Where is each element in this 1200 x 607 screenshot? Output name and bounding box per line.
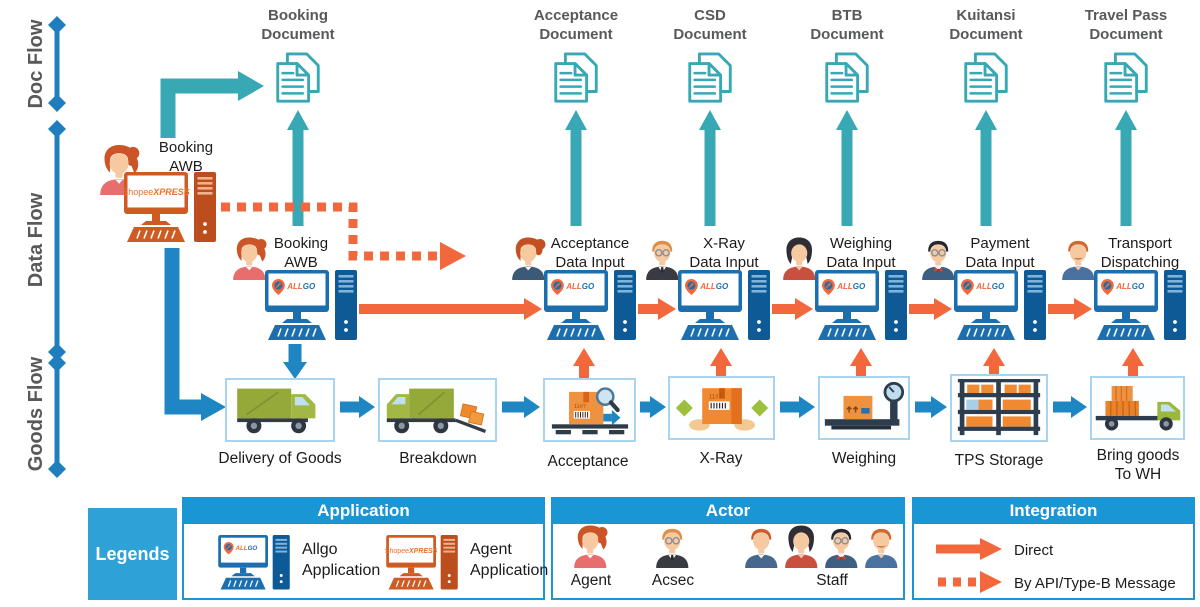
goods-tps-storage (950, 374, 1048, 442)
goods-flow-arrows (164, 248, 1087, 421)
station-payment-data-input: Payment Data Input (914, 228, 1084, 348)
station-booking-awb-agent: Booking AWB (90, 135, 280, 250)
station-label: X-Ray Data Input (689, 235, 759, 271)
goods-label: Delivery of Goods (218, 450, 342, 467)
document-label: Kuitansi Document (949, 7, 1023, 43)
station-transport-dispatching: Transport Dispatching (1054, 228, 1200, 348)
staff-label: Staff (816, 572, 848, 589)
document-pages-icon (959, 51, 1013, 105)
delivery-truck-icon (232, 383, 328, 437)
legend-integration-header: Integration (912, 497, 1195, 524)
document-acceptance: Acceptance Document (516, 6, 636, 105)
allgo-application-computer (544, 270, 636, 342)
api-typeb-dotted-arrow (221, 202, 438, 261)
goods-label: Acceptance (547, 453, 629, 470)
allgo-application-computer (265, 270, 357, 342)
swimlane-rail (48, 16, 66, 478)
allgo-application-computer (815, 270, 907, 342)
api-typeb-label: By API/Type-B Message (1014, 575, 1176, 592)
acsec-man-avatar (650, 520, 696, 570)
direct-label: Direct (1014, 542, 1054, 559)
document-csd: CSD Document (650, 6, 770, 105)
loaded-truck-icon (1094, 381, 1182, 435)
station-label: Booking AWB (273, 235, 329, 271)
station-label: Payment Data Input (965, 235, 1035, 271)
legend-application-panel: Application Allgo Application Agent Appl… (182, 497, 548, 600)
document-label: BTB Document (810, 7, 884, 43)
legend-actor-header: Actor (551, 497, 905, 524)
breakdown-truck-icon (383, 383, 493, 437)
goods-bring-to-wh (1090, 376, 1185, 440)
goods-label: X-Ray (699, 450, 743, 467)
allgo-application-label: Allgo Application (302, 541, 381, 579)
document-pages-icon (271, 51, 325, 105)
goods-label: Bring goods To WH (1096, 447, 1180, 483)
goods-label: TPS Storage (954, 452, 1044, 469)
allgo-application-computer (954, 270, 1046, 342)
document-label: Travel Pass Document (1084, 7, 1168, 43)
agent-woman-avatar (568, 520, 614, 570)
document-travel-pass: Travel Pass Document (1066, 6, 1186, 105)
api-typeb-arrow-icon (938, 571, 1002, 593)
data-flow-arrows (221, 202, 1144, 380)
goods-delivery (225, 378, 335, 442)
document-kuitansi: Kuitansi Document (926, 6, 1046, 105)
legend-application-header: Application (182, 497, 545, 524)
lane-label-doc-flow: Doc Flow (25, 19, 47, 109)
goods-weighing (818, 376, 910, 440)
doc-flow-arrows (160, 71, 1137, 226)
goods-label: Breakdown (399, 450, 477, 467)
document-label: Acceptance Document (533, 7, 619, 43)
document-pages-icon (1099, 51, 1153, 105)
goods-breakdown (378, 378, 497, 442)
document-pages-icon (820, 51, 874, 105)
allgo-application-computer (678, 270, 770, 342)
station-xray-data-input: X-Ray Data Input (638, 228, 808, 348)
storage-shelf-icon (956, 378, 1042, 438)
legend-actor-panel: Actor Agent Acsec Staff (551, 497, 905, 600)
allgo-application-computer (1094, 270, 1186, 342)
xray-box-icon (673, 382, 771, 434)
document-pages-icon (683, 51, 737, 105)
station-label: Booking AWB (158, 139, 214, 175)
acsec-label: Acsec (651, 572, 695, 589)
legends-title-box: Legends (88, 508, 177, 600)
lane-label-goods-flow: Goods Flow (25, 356, 47, 472)
station-weighing-data-input: Weighing Data Input (775, 228, 945, 348)
goods-acceptance (543, 378, 636, 442)
document-pages-icon (549, 51, 603, 105)
allgo-application-icon (216, 535, 292, 591)
goods-label: Weighing (831, 450, 897, 467)
agent-label: Agent (570, 572, 612, 589)
station-label: Transport Dispatching (1100, 235, 1180, 271)
legend-integration-panel: Integration Direct By API/Type-B Message (912, 497, 1195, 600)
agent-application-label: Agent Application (470, 541, 549, 579)
direct-arrow-icon (936, 538, 1002, 560)
agent-application-computer (124, 172, 216, 244)
station-booking-awb-allgo: Booking AWB (225, 228, 395, 348)
document-label: Booking Document (261, 7, 335, 43)
station-label: Acceptance Data Input (550, 235, 630, 271)
document-booking: Booking Document (238, 6, 358, 105)
goods-xray (668, 376, 775, 440)
agent-application-icon (384, 535, 460, 591)
staff-man-mustache-avatar (859, 520, 905, 570)
lane-label-data-flow: Data Flow (25, 192, 47, 288)
document-label: CSD Document (673, 7, 747, 43)
document-btb: BTB Document (787, 6, 907, 105)
station-acceptance-data-input: Acceptance Data Input (504, 228, 674, 348)
weighing-scale-icon (823, 381, 905, 435)
acceptance-box-icon (550, 382, 630, 438)
station-label: Weighing Data Input (826, 235, 896, 271)
